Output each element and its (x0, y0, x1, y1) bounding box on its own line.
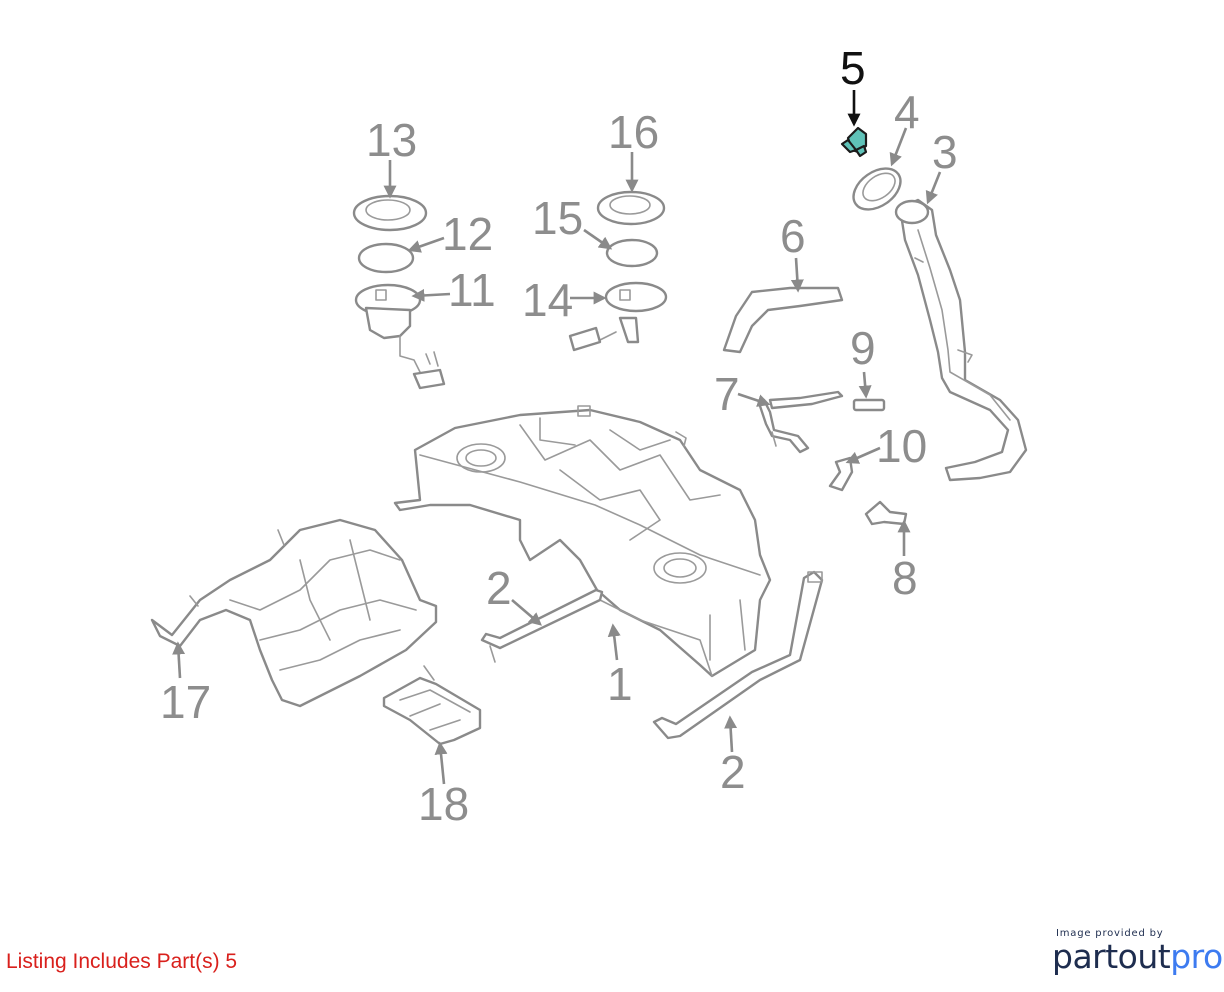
part-4-filler-ring (852, 167, 902, 211)
callout-16: 16 (608, 106, 659, 158)
callout-1: 1 (607, 658, 633, 710)
callout-11: 11 (448, 264, 496, 316)
part-12-gasket (357, 242, 415, 274)
part-17-heat-shield (150, 518, 438, 708)
partoutpro-logo: partoutpro (1052, 937, 1223, 976)
callout-17: 17 (160, 676, 211, 728)
part-8-elbow-hose (864, 500, 908, 526)
part-18-bracket (382, 665, 482, 746)
part-5-fastener-highlighted[interactable] (840, 126, 868, 158)
callout-12: 12 (442, 208, 493, 260)
callout-5[interactable]: 5 (840, 42, 866, 94)
callout-13: 13 (366, 114, 417, 166)
callout-4: 4 (894, 86, 920, 138)
part-9-clip (852, 398, 886, 412)
callout-9: 9 (850, 322, 876, 374)
callout-15: 15 (532, 192, 583, 244)
brand-credit: Image provided by partoutpro (1052, 928, 1223, 976)
callout-2-right: 2 (720, 746, 746, 798)
callout-2-left: 2 (486, 562, 512, 614)
logo-part-partout: partout (1052, 937, 1171, 976)
callout-18: 18 (418, 778, 469, 830)
part-16-lock-ring (596, 190, 666, 226)
leader-arrows (172, 90, 942, 785)
part-7-tube (758, 390, 844, 454)
part-15-gasket (605, 238, 659, 268)
part-14-sender-unit (568, 281, 668, 352)
image-credit-text: Image provided by (1056, 928, 1164, 939)
callout-14: 14 (522, 274, 573, 326)
callout-10: 10 (876, 420, 927, 472)
callout-8: 8 (892, 552, 918, 604)
part-11-fuel-pump (354, 283, 446, 390)
part-2-tank-strap-right (652, 570, 824, 740)
callout-7: 7 (714, 368, 740, 420)
logo-part-pro: pro (1170, 937, 1223, 976)
listing-includes-text: Listing Includes Part(s) 5 (6, 950, 238, 973)
part-1-fuel-tank (393, 405, 772, 678)
part-13-lock-ring (352, 194, 428, 232)
part-2-tank-strap-left (480, 588, 604, 663)
callout-3: 3 (932, 126, 958, 178)
callout-6: 6 (780, 210, 806, 262)
part-3-filler-neck (894, 198, 1028, 482)
part-6-vent-hose (722, 286, 844, 354)
